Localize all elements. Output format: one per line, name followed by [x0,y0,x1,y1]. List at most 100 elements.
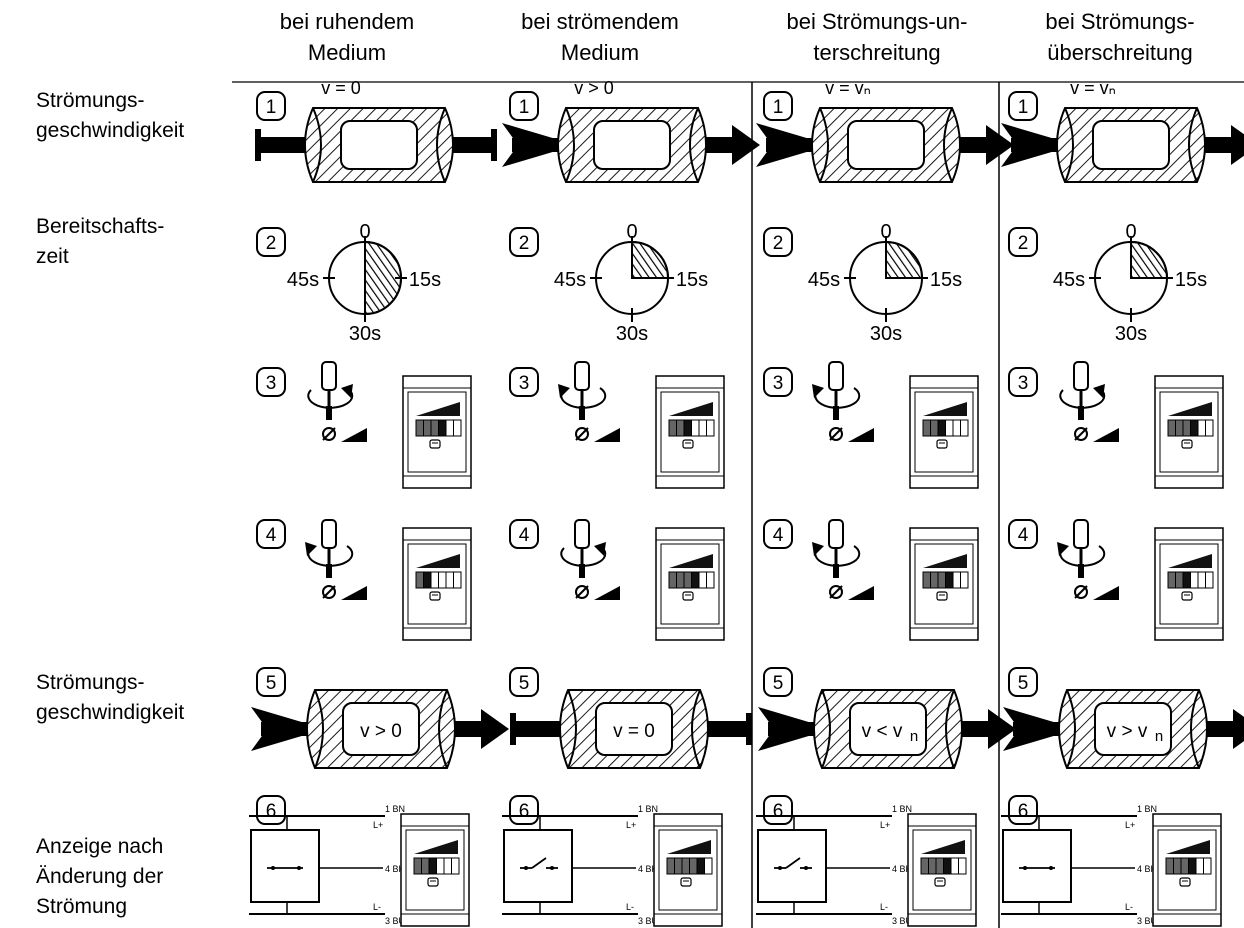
rotation-path [560,387,607,409]
device-button [1179,877,1191,887]
led-segment [698,419,707,437]
column-header-3: bei Strömungs-un- terschreitung [752,6,1002,68]
wire-label-lplus: L+ [626,820,636,830]
arrow-icon [453,129,497,161]
step-number: 1 [1018,97,1029,118]
row-label-line: geschwindigkeit [36,119,185,142]
pipe-window [849,702,927,756]
led-segment [666,857,675,875]
timer-label-bottom: 30s [616,323,648,345]
led-segment [691,419,700,437]
led-display-icon [909,527,979,641]
outflow-arrow-shaft [1207,721,1237,737]
step-number: 6 [519,801,530,822]
led-segment [1165,857,1174,875]
led-segment [928,857,937,875]
outflow-stub-cap [746,713,752,745]
inflow-arrow-shaft [512,138,558,152]
led-segment [1175,419,1184,437]
outflow-arrow-head [1233,709,1244,749]
led-segment [691,571,700,589]
arrow-icon [251,707,307,751]
timer-label-top: 0 [626,221,637,243]
inflow-arrow-shaft [768,722,814,736]
potentiometer-icon [322,585,367,600]
flow-condition-label: v > v [1107,721,1148,742]
led-segment [423,419,432,437]
pipe-edge [689,107,699,183]
screwdriver-tip [579,406,585,420]
row-label-line: geschwindigkeit [36,701,185,724]
flow-condition-label: v = 0 [613,721,655,742]
column-header-line: überschreitung [1047,40,1193,65]
wire-label-bk: 4 BK [638,864,658,874]
led-segment [1173,857,1182,875]
outflow-arrow-shaft [455,721,485,737]
potentiometer-slash [575,427,589,441]
rotation-path [307,545,354,567]
device-button [682,591,694,601]
led-segment [960,419,969,437]
step-number-badge [1008,667,1038,697]
timer-label-bottom: 30s [870,323,902,345]
potentiometer-icon [575,585,620,600]
timer-label-top: 0 [359,221,370,243]
device-panel [660,543,720,625]
potentiometer-wedge [848,428,874,442]
step-number-badge [763,667,793,697]
timer-label-top: 0 [1125,221,1136,243]
outflow-stub [708,721,748,737]
switch-contact-open [531,857,547,869]
led-segment [683,419,692,437]
led-segment [443,857,452,875]
velocity-label: v = vₙ [825,78,871,98]
led-display-icon [400,813,470,927]
led-segment [668,571,677,589]
potentiometer-wedge [341,586,367,600]
arrow-icon [502,123,558,167]
wire-label-lminus: L- [626,902,634,912]
led-segment [683,571,692,589]
level-wedge [923,402,967,416]
switch-terminal [524,866,528,870]
wire-label-bk: 4 BK [892,864,912,874]
timer-label-left: 45s [554,269,586,291]
rotation-arrowhead [812,542,824,556]
level-wedge [667,840,711,854]
led-display-icon [1152,813,1222,927]
led-segment [943,857,952,875]
led-segment [453,419,462,437]
screwdriver-tip [579,564,585,578]
column-header-line: bei strömendem [521,9,679,34]
rotation-arrowhead [305,542,317,556]
led-segment [1188,857,1197,875]
pipe-icon: v > 0 [306,689,456,769]
arrow-icon [455,709,509,749]
level-wedge [1168,554,1212,568]
wire-label-bk: 4 BK [385,864,405,874]
column-header-line: terschreitung [813,40,941,65]
sensor-box [1002,829,1072,903]
device-panel [405,829,465,911]
led-segment [1167,419,1176,437]
inflow-arrow-shaft [261,722,307,736]
flow-condition-label: v > 0 [360,721,402,742]
potentiometer-slash [1074,585,1088,599]
rotation-arrowhead [1057,542,1069,556]
device-panel [407,391,467,473]
row-label-line: Bereitschafts- [36,215,165,238]
led-segment [674,857,683,875]
pipe-edge [438,689,448,769]
wire-label-lplus: L+ [1125,820,1135,830]
pipe-window [593,120,671,170]
pipe-icon [1056,107,1206,183]
wire-label-bu: 3 BU [638,916,658,926]
led-segment [438,571,447,589]
column-header-line: bei ruhendem [279,9,415,34]
potentiometer-wedge [594,428,620,442]
led-segment [415,419,424,437]
screwdriver-icon [305,519,367,600]
